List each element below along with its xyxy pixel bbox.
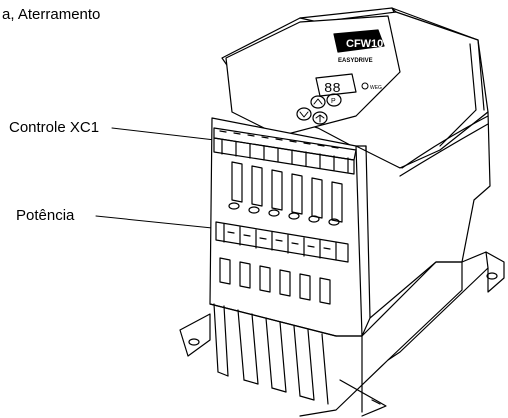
model-text: EASYDRIVE	[338, 58, 373, 64]
brand-mark-text: CFW10	[346, 38, 383, 50]
control-cable-slots	[228, 161, 343, 226]
main-body	[209, 111, 491, 337]
run-stop-key-icon	[312, 111, 328, 125]
svg-text:P: P	[331, 98, 336, 105]
power-terminal-block	[215, 221, 349, 263]
weg-logo-icon	[361, 82, 369, 90]
power-cable-slots	[219, 257, 331, 305]
power-leader-line	[95, 215, 223, 230]
down-arrow-key-icon	[296, 107, 312, 121]
mounting-base	[179, 251, 505, 417]
weg-logo-text: WEG	[370, 85, 382, 91]
control-terminal-label: Controle XC1	[9, 119, 100, 136]
display-digits: 88	[324, 81, 341, 97]
control-terminal-block	[213, 127, 357, 175]
figure-title: a, Aterramento	[2, 6, 101, 23]
keypad-panel: CFW10 EASYDRIVE 88 WEG P	[225, 15, 401, 137]
up-arrow-key-icon	[310, 95, 326, 109]
power-terminal-label: Potência	[16, 207, 75, 224]
brand-mark-plate	[333, 29, 385, 53]
display-window	[315, 73, 357, 97]
heatsink-fins	[209, 303, 337, 405]
program-key-icon	[326, 93, 342, 107]
